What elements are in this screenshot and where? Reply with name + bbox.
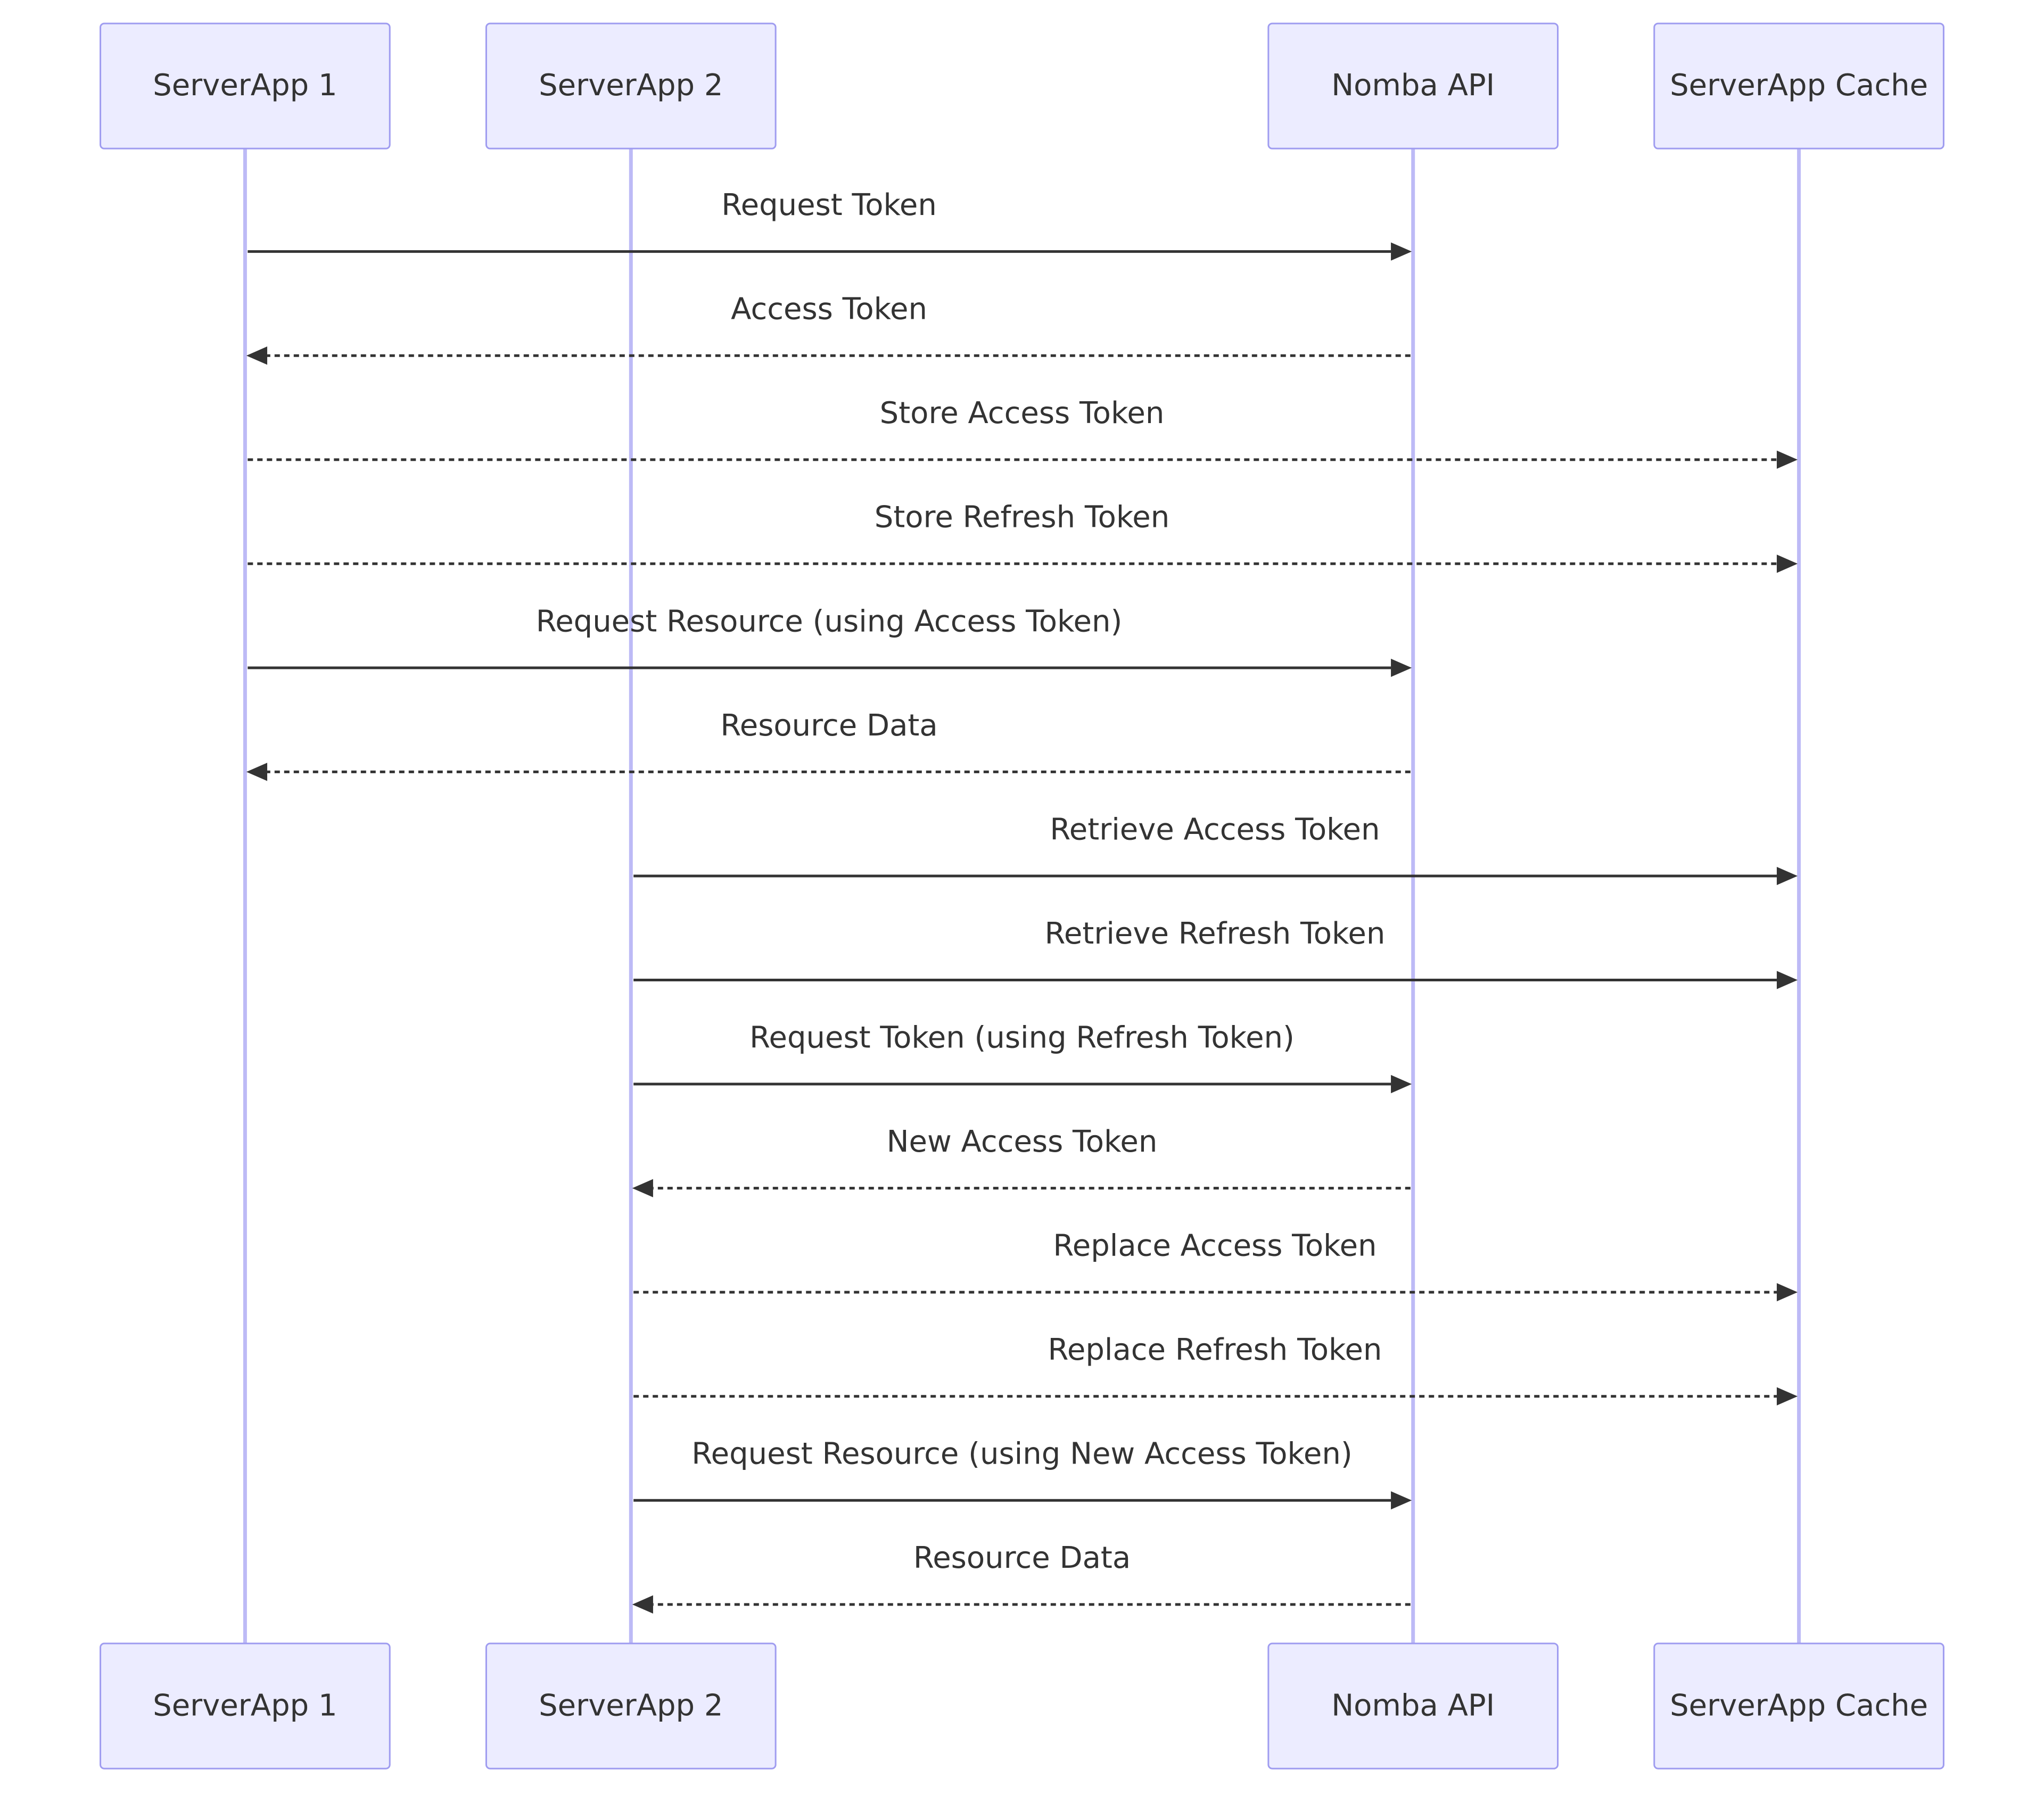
message-label: Retrieve Access Token [1050,812,1380,847]
message-7: Retrieve Access Token [633,812,1798,886]
message-label: Retrieve Refresh Token [1045,916,1386,951]
arrowhead [1391,242,1412,261]
message-4: Store Refresh Token [248,500,1798,573]
arrowhead [1776,866,1798,886]
arrowhead [1391,658,1412,677]
participant-label: Nomba API [1331,1688,1495,1723]
participants-bottom: ServerApp 1 ServerApp 2 Nomba API ServerApp… [100,1642,1944,1770]
participant-top-p3: Nomba API [1267,22,1559,150]
participant-top-p1: ServerApp 1 [100,22,391,150]
participant-box [485,22,777,150]
participant-bottom-p4: ServerApp Cache [1653,1642,1944,1770]
message-10: New Access Token [632,1125,1411,1197]
message-2: Access Token [246,292,1411,365]
arrowhead [246,346,268,365]
message-9: Request Token (using Refresh Token) [633,1020,1412,1094]
arrowhead [1776,1283,1798,1302]
participant-label: ServerApp 2 [539,1688,723,1723]
message-label: Store Access Token [880,396,1165,431]
participant-box [485,1642,777,1770]
arrowhead [1776,450,1798,469]
message-label: Resource Data [913,1541,1131,1575]
lifelines [243,148,1801,1644]
message-label: Request Resource (using Access Token) [536,604,1123,639]
participant-bottom-p2: ServerApp 2 [485,1642,777,1770]
participant-top-p2: ServerApp 2 [485,22,777,150]
participant-box [100,1642,391,1770]
message-label: Access Token [731,292,927,327]
message-1: Request Token [248,188,1412,261]
message-label: Store Refresh Token [875,500,1169,535]
arrowhead [1776,555,1798,573]
arrowhead [1776,1387,1798,1406]
participant-box [1267,22,1559,150]
message-11: Replace Access Token [633,1229,1798,1302]
participant-box [1653,1642,1944,1770]
participant-box [1653,22,1944,150]
message-6: Resource Data [246,708,1411,781]
arrowhead [1776,971,1798,989]
arrowhead [246,763,268,781]
message-12: Replace Refresh Token [633,1333,1798,1406]
message-label: New Access Token [887,1125,1158,1159]
participant-box [100,22,391,150]
participant-label: ServerApp 1 [153,1688,337,1723]
message-3: Store Access Token [248,396,1798,469]
message-13: Request Resource (using New Access Token… [633,1437,1412,1510]
arrowhead [1391,1491,1412,1510]
participant-bottom-p3: Nomba API [1267,1642,1559,1770]
message-label: Replace Access Token [1053,1229,1377,1263]
participant-box [1267,1642,1559,1770]
participant-label: ServerApp 1 [153,68,337,103]
participant-bottom-p1: ServerApp 1 [100,1642,391,1770]
message-label: Resource Data [720,708,937,743]
arrowhead [1391,1074,1412,1094]
message-label: Request Token [721,188,937,222]
participant-label: ServerApp 2 [539,68,723,103]
message-5: Request Resource (using Access Token) [248,604,1412,677]
message-label: Request Resource (using New Access Token… [691,1437,1352,1471]
participant-label: ServerApp Cache [1670,1688,1928,1723]
arrowhead [632,1595,653,1614]
participant-label: Nomba API [1331,68,1495,103]
message-14: Resource Data [632,1541,1411,1614]
message-label: Request Token (using Refresh Token) [749,1020,1295,1055]
participant-top-p4: ServerApp Cache [1653,22,1944,150]
message-label: Replace Refresh Token [1048,1333,1382,1367]
arrowhead [632,1179,653,1197]
message-8: Retrieve Refresh Token [633,916,1798,989]
participants-top: ServerApp 1 ServerApp 2 Nomba API ServerApp… [100,22,1944,150]
participant-label: ServerApp Cache [1670,68,1928,103]
